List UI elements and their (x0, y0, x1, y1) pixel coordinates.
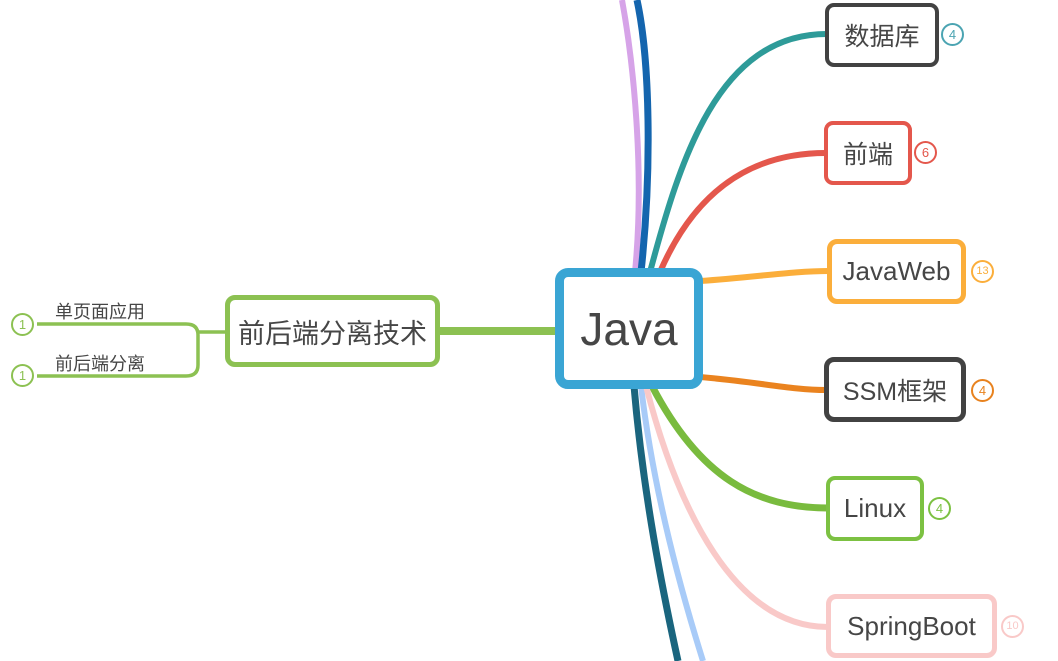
badge-fbs-value: 1 (18, 368, 27, 383)
badge-javaweb-count[interactable]: 13 (971, 260, 994, 283)
badge-linux-value: 4 (935, 501, 944, 516)
node-javaweb[interactable]: JavaWeb (827, 239, 966, 304)
branch-curve-frontend (657, 150, 827, 274)
badge-spa-count[interactable]: 1 (11, 313, 34, 336)
branch-curve-violet-offscreen (619, 0, 642, 273)
branch-curve-darkteal-offscreen (630, 385, 682, 661)
subtopic-connector-line (37, 322, 200, 378)
badge-ssm-value: 4 (978, 383, 987, 398)
subtopic-spa-label: 单页面应用 (55, 302, 145, 322)
node-javaweb-label: JavaWeb (842, 256, 951, 286)
badge-frontend-value: 6 (921, 145, 930, 160)
node-frontend-label: 前端 (842, 141, 893, 169)
badge-linux-count[interactable]: 4 (928, 497, 951, 520)
node-linux-label: Linux (843, 493, 907, 523)
badge-database-value: 4 (948, 27, 957, 42)
branch-curve-database (647, 31, 828, 273)
branch-curve-ssm (699, 374, 827, 393)
node-springboot-label: SpringBoot (847, 610, 976, 641)
subtopic-fbs-label: 前后端分离 (55, 354, 145, 374)
node-linux[interactable]: Linux (826, 476, 924, 541)
branch-curve-darkblue-offscreen (633, 0, 652, 273)
subtopic-fbs[interactable]: 前后端分离 (55, 350, 145, 376)
node-springboot[interactable]: SpringBoot (826, 594, 997, 658)
badge-fbs-count[interactable]: 1 (11, 364, 34, 387)
node-database[interactable]: 数据库 (825, 3, 939, 67)
node-root-java[interactable]: Java (555, 268, 703, 389)
branch-curve-lightblue-offscreen (638, 385, 706, 661)
node-left-topic[interactable]: 前后端分离技术 (225, 295, 440, 367)
badge-springboot-value: 10 (1006, 620, 1019, 632)
badge-ssm-count[interactable]: 4 (971, 379, 994, 402)
node-ssm-label: SSM框架 (842, 377, 948, 406)
branch-curve-javaweb (699, 268, 830, 284)
subtopic-spa[interactable]: 单页面应用 (55, 298, 145, 324)
badge-springboot-count[interactable]: 10 (1001, 615, 1024, 638)
badge-database-count[interactable]: 4 (941, 23, 964, 46)
badge-spa-value: 1 (18, 317, 27, 332)
node-frontend[interactable]: 前端 (824, 121, 912, 185)
node-ssm[interactable]: SSM框架 (824, 357, 966, 422)
node-left-topic-label: 前后端分离技术 (238, 318, 427, 349)
root-label: Java (580, 302, 678, 355)
branch-curve-linux (648, 384, 829, 512)
badge-javaweb-value: 13 (976, 265, 989, 277)
branch-curve-springboot (643, 385, 829, 630)
node-database-label: 数据库 (844, 23, 920, 51)
badge-frontend-count[interactable]: 6 (914, 141, 937, 164)
